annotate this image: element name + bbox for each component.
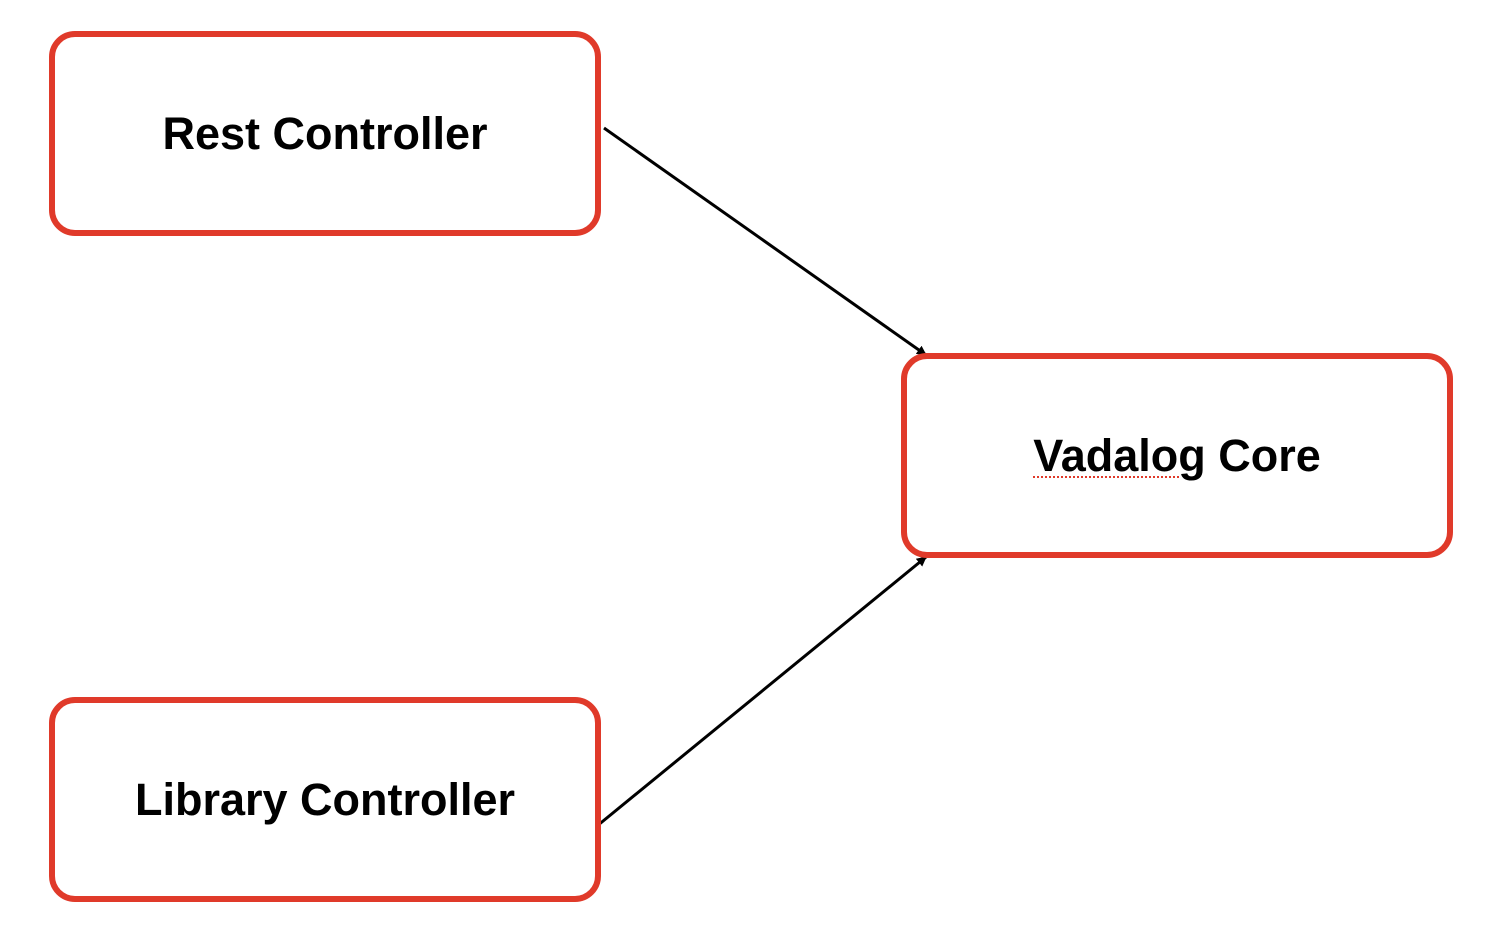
vadalog-core-node: Vadalog Core (901, 353, 1453, 558)
vadalog-word: Vadalog (1033, 429, 1206, 481)
rest-controller-label: Rest Controller (162, 107, 488, 159)
library-controller-node: Library Controller (49, 697, 601, 902)
core-word: Core (1218, 429, 1321, 481)
edge-rest-to-core (603, 126, 927, 357)
vadalog-core-label: Vadalog Core (1033, 430, 1321, 482)
rest-controller-node: Rest Controller (49, 31, 601, 236)
edge-library-to-core (596, 555, 927, 828)
library-controller-label: Library Controller (134, 773, 516, 825)
